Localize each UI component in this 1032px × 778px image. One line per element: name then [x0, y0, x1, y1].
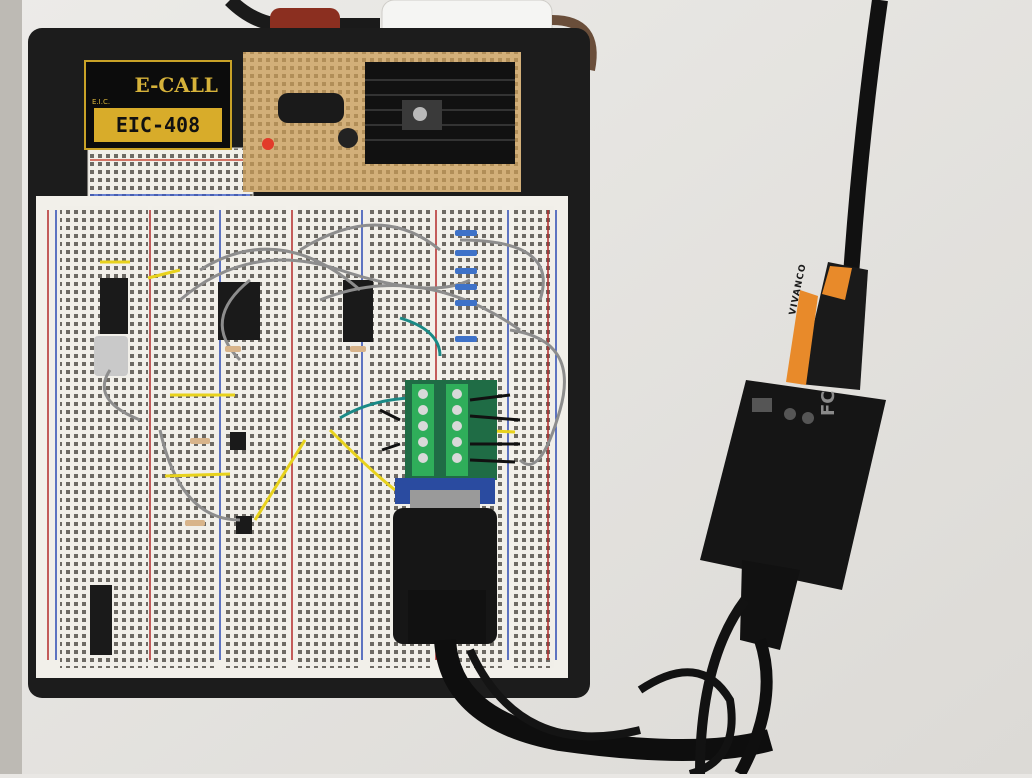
brand-label-plate: E-CALL E.I.C. EIC-408 [84, 60, 232, 150]
left-edge [0, 0, 22, 774]
ic-chip [100, 278, 128, 334]
jumper-wires [102, 223, 566, 522]
board-brand: E-CALL [92, 68, 224, 102]
board-brand-small: E.I.C. [92, 98, 111, 106]
board-model: EIC-408 [94, 108, 222, 142]
hdmi-vga-adapter [700, 380, 886, 590]
adapter-fc-mark: FC [818, 390, 839, 416]
ic-chip [90, 585, 112, 655]
hdmi-plug [800, 262, 868, 390]
led [262, 138, 274, 150]
hdmi-cable [842, 0, 888, 291]
capacitor [278, 93, 344, 123]
crystal-oscillator [94, 336, 128, 376]
